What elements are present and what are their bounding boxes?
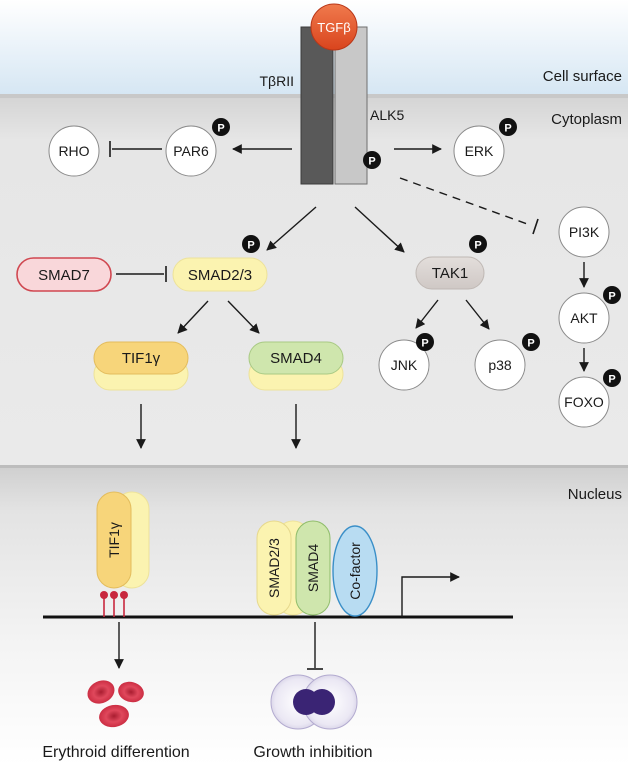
smad7-node: SMAD7 (16, 257, 112, 292)
svg-text:SMAD2/3: SMAD2/3 (188, 267, 252, 284)
arrow-tak1-to-jnk (415, 299, 439, 329)
svg-text:P: P (527, 338, 534, 350)
smad23-phospho-badge: P (242, 235, 260, 253)
erythroid-label: Erythroid differention (42, 744, 189, 761)
inhibit-bar-pi3k (532, 218, 539, 235)
arrow-receptor-to-tak1 (354, 206, 405, 253)
alk5-receptor (334, 26, 368, 185)
arrow-smad23-to-tif1g (177, 300, 209, 334)
tif1g-dna-binding-marks (100, 591, 128, 617)
svg-text:SMAD4: SMAD4 (270, 350, 322, 367)
erk-phospho-badge: P (499, 118, 517, 136)
p38-node: p38 (474, 339, 526, 391)
alk5-phospho-badge: P (363, 151, 381, 169)
dashed-receptor-to-pi3k (399, 177, 531, 226)
svg-text:ERK: ERK (465, 143, 494, 159)
tbrii-label: TβRII (260, 73, 295, 89)
nucleus-smad-complex: SMAD2/3 SMAD4 (256, 520, 331, 616)
svg-text:FOXO: FOXO (564, 394, 604, 410)
tgf-beta-label: TGFβ (317, 20, 350, 35)
svg-text:TAK1: TAK1 (432, 265, 468, 282)
svg-text:TIF1γ: TIF1γ (122, 350, 161, 367)
cofactor-node: Co-factor (332, 525, 378, 617)
jnk-node: JNK (378, 339, 430, 391)
svg-text:P: P (474, 240, 481, 252)
tak1-phospho-badge: P (469, 235, 487, 253)
dividing-cell-icon (270, 674, 358, 730)
tbrii-receptor (300, 26, 334, 185)
red-blood-cells-icon (87, 680, 144, 728)
erk-node: ERK (453, 125, 505, 177)
p38-phospho-badge: P (522, 333, 540, 351)
svg-text:JNK: JNK (391, 357, 418, 373)
akt-phospho-badge: P (603, 286, 621, 304)
arrow-tak1-to-p38 (465, 299, 490, 330)
svg-text:TIF1γ: TIF1γ (106, 522, 122, 558)
arrow-smad23-to-smad4 (227, 300, 260, 334)
svg-text:PAR6: PAR6 (173, 143, 209, 159)
foxo-phospho-badge: P (603, 369, 621, 387)
transcription-start-arrow (401, 572, 460, 617)
cell-surface-label: Cell surface (543, 68, 622, 85)
foxo-node: FOXO (558, 376, 610, 428)
svg-text:P: P (368, 156, 375, 168)
svg-text:Co-factor: Co-factor (347, 542, 363, 600)
par6-phospho-badge: P (212, 118, 230, 136)
rho-node: RHO (48, 125, 100, 177)
svg-text:p38: p38 (488, 357, 512, 373)
nucleus-tif1g-complex: TIF1γ (96, 491, 150, 589)
growth-label: Growth inhibition (253, 744, 372, 761)
svg-text:SMAD4: SMAD4 (305, 544, 321, 592)
tak1-node: TAK1 (415, 256, 485, 290)
svg-text:P: P (247, 240, 254, 252)
akt-node: AKT (558, 292, 610, 344)
nucleus-label: Nucleus (568, 486, 622, 503)
nuclear-membrane-line (0, 465, 628, 468)
svg-text:P: P (608, 374, 615, 386)
svg-text:SMAD2/3: SMAD2/3 (266, 538, 282, 598)
arrow-receptor-to-smad23 (266, 206, 317, 251)
tgf-beta-ligand (310, 3, 358, 51)
pi3k-node: PI3K (558, 206, 610, 258)
svg-text:P: P (217, 123, 224, 135)
smad23-node: SMAD2/3 (172, 257, 268, 292)
svg-text:AKT: AKT (570, 310, 598, 326)
jnk-phospho-badge: P (416, 333, 434, 351)
svg-text:SMAD7: SMAD7 (38, 267, 90, 284)
svg-text:RHO: RHO (58, 143, 89, 159)
smad4-complex: SMAD4 (248, 341, 344, 391)
svg-text:PI3K: PI3K (569, 224, 600, 240)
svg-text:P: P (421, 338, 428, 350)
svg-text:P: P (504, 123, 511, 135)
alk5-label: ALK5 (370, 107, 404, 123)
tif1g-complex: TIF1γ (93, 341, 189, 391)
svg-text:P: P (608, 291, 615, 303)
par6-node: PAR6 (165, 125, 217, 177)
cytoplasm-label: Cytoplasm (551, 111, 622, 128)
